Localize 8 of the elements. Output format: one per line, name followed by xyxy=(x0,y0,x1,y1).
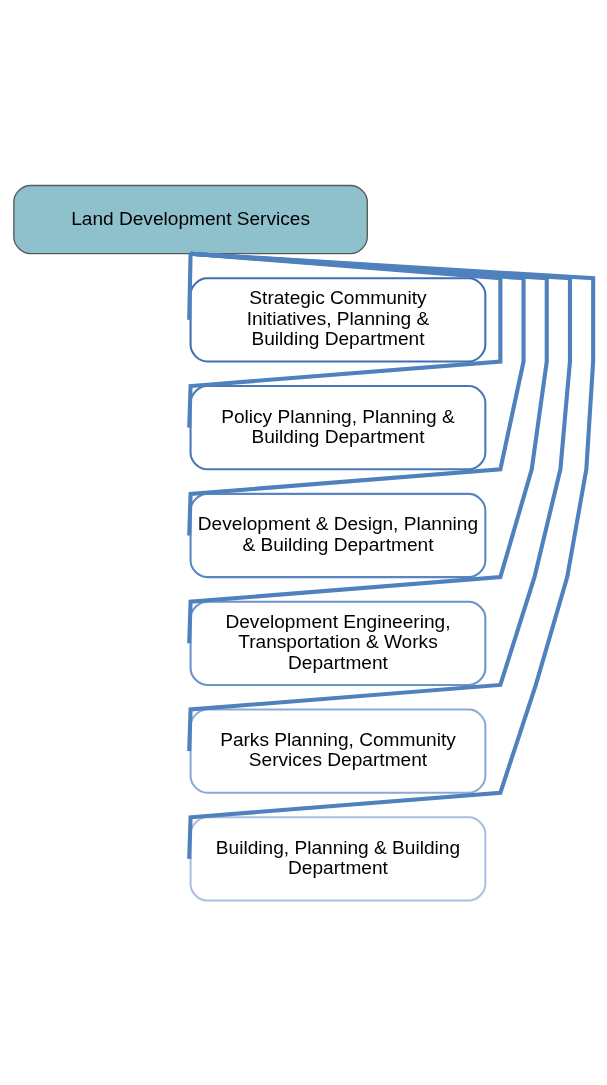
node-box: Building, Planning & Building Department xyxy=(189,815,487,902)
node-box: Parks Planning, Community Services Department xyxy=(189,707,487,794)
node-box: Policy Planning, Planning & Building Department xyxy=(189,384,487,470)
connector xyxy=(187,253,193,320)
node-box: Strategic Community Initiatives, Planning & Building Department xyxy=(189,276,487,363)
node-box: Land Development Services xyxy=(13,184,368,254)
node-box: Development Engineering, Transportation & Works Department xyxy=(189,600,487,686)
node-box: Development & Design, Planning & Building Department xyxy=(189,492,487,578)
